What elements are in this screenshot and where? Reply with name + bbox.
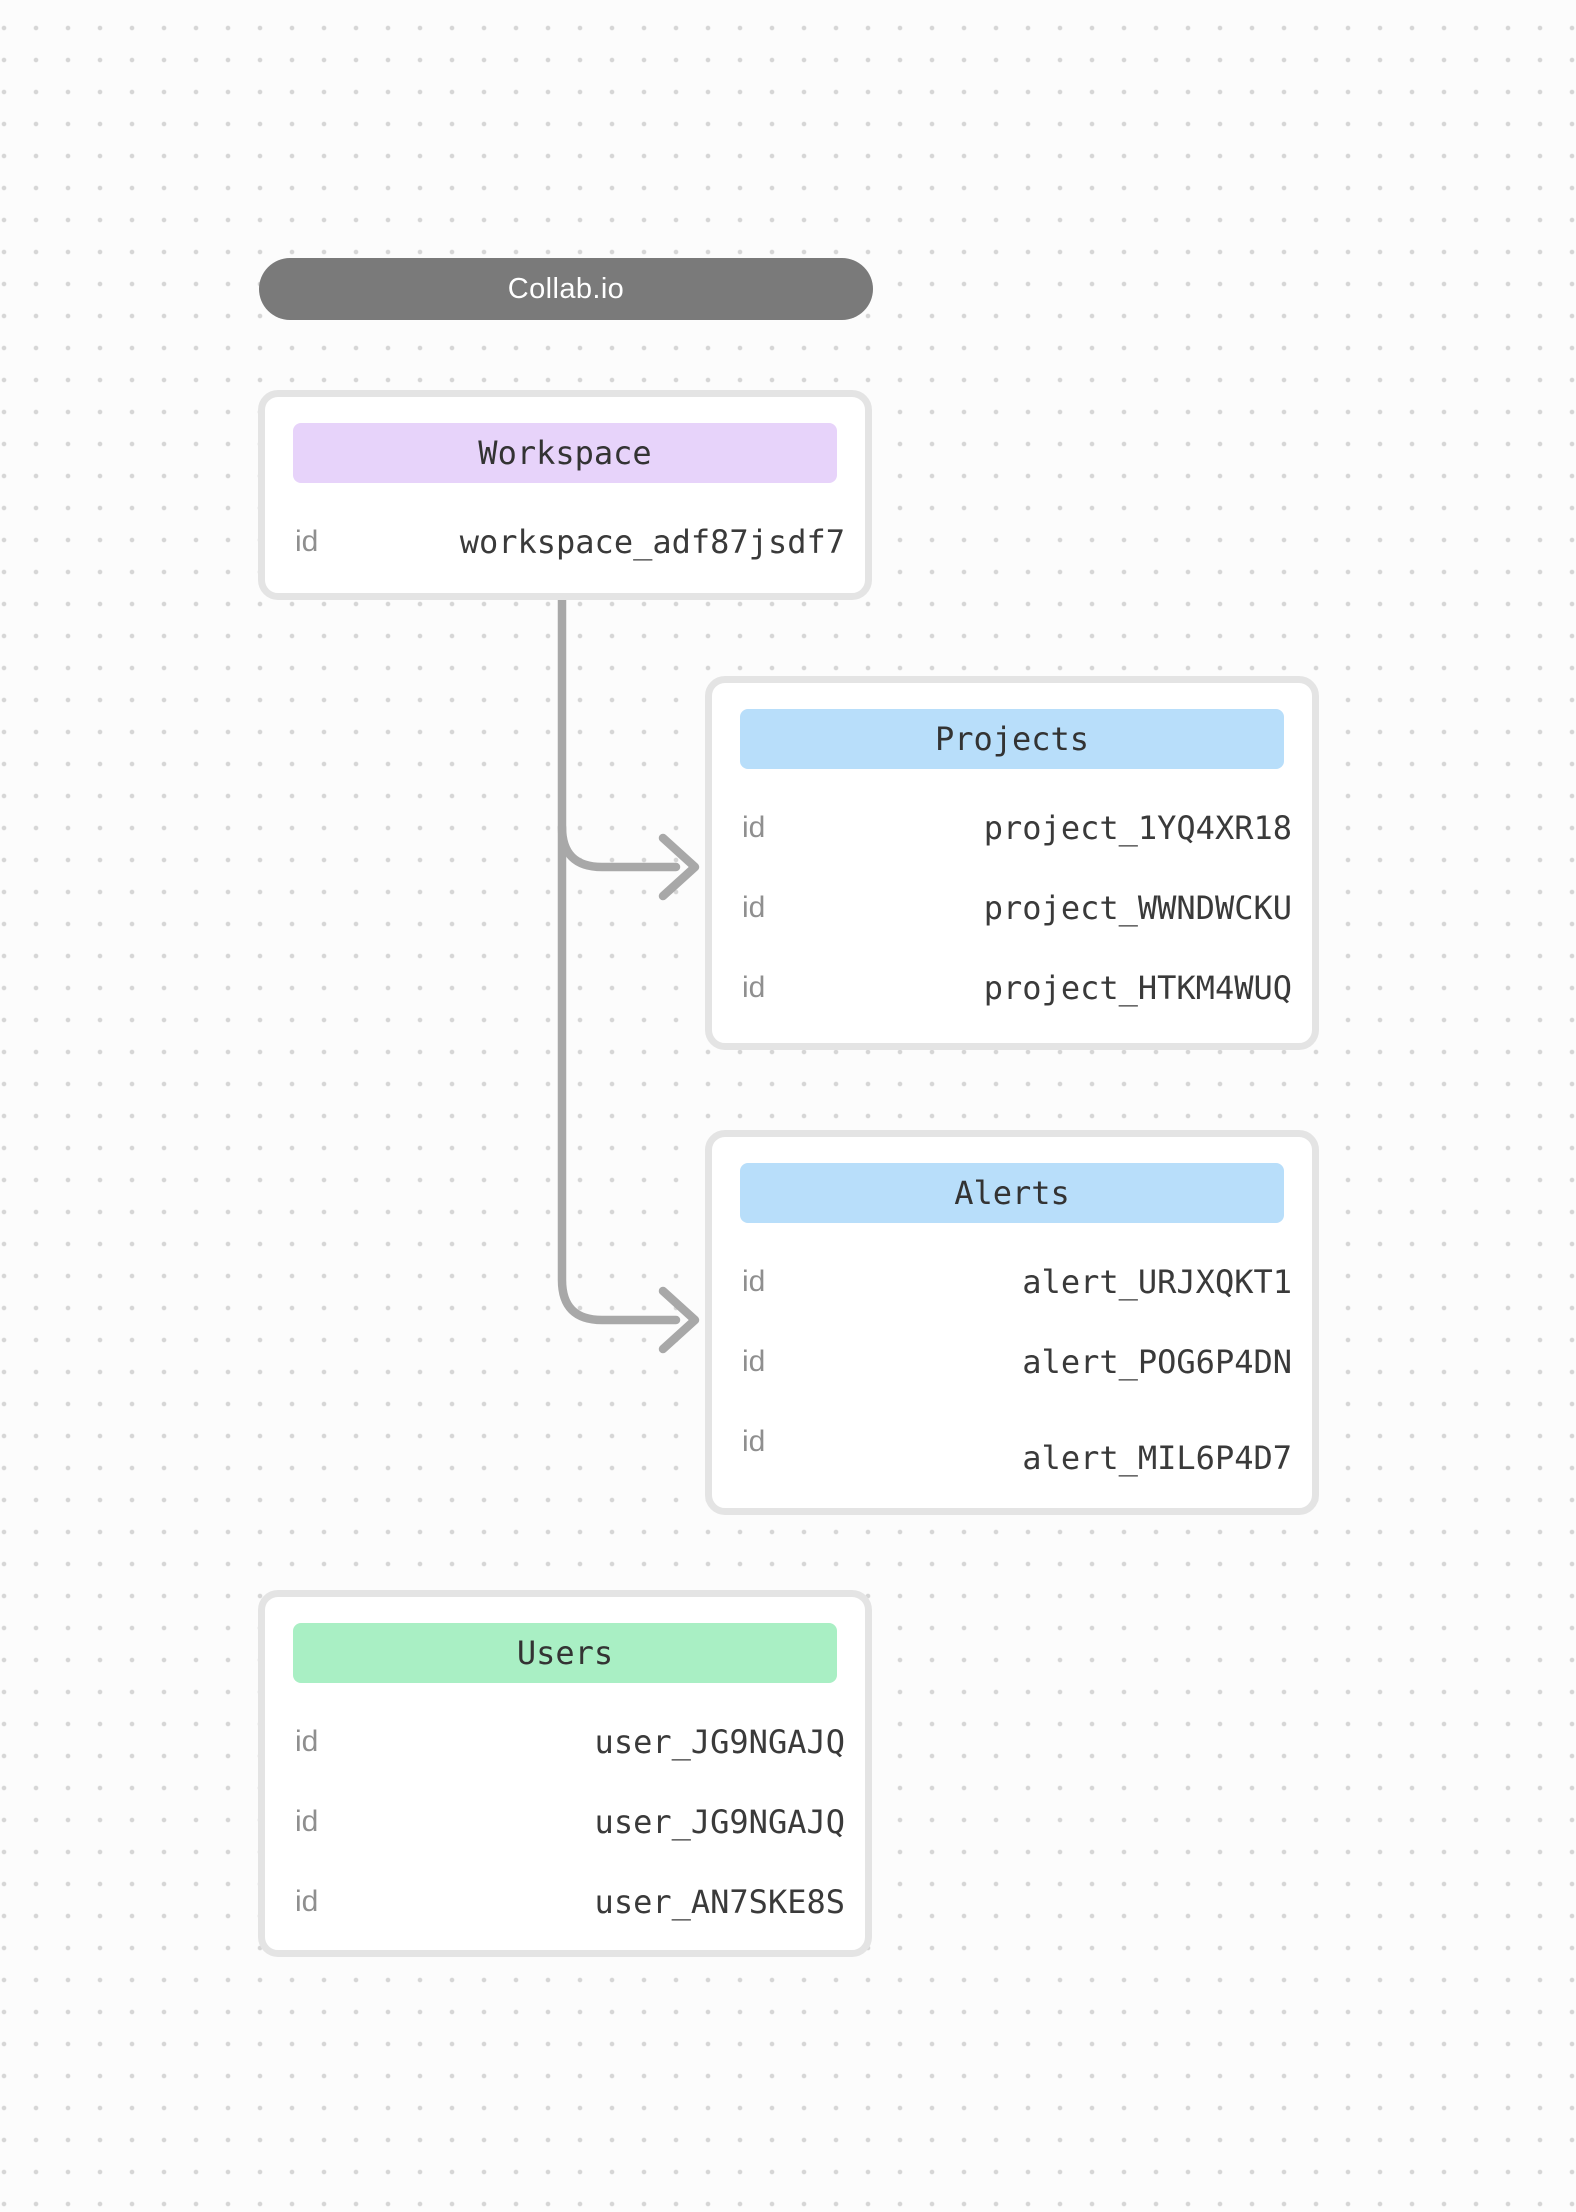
field-key: id (742, 891, 766, 924)
field-row: id project_WWNDWCKU (742, 868, 1292, 948)
field-row: id workspace_adf87jsdf7 (295, 502, 845, 582)
alerts-node[interactable]: Alerts id alert_URJXQKT1 id alert_POG6P4… (705, 1130, 1319, 1515)
field-key: id (295, 1805, 319, 1838)
connector-group (557, 595, 700, 1354)
field-value: user_JG9NGAJQ (594, 1803, 845, 1841)
field-row: id user_JG9NGAJQ (295, 1782, 845, 1862)
field-key: id (742, 1425, 766, 1458)
field-row: id alert_URJXQKT1 (742, 1242, 1292, 1322)
app-title: Collab.io (507, 272, 625, 305)
app-title-pill[interactable]: Collab.io (259, 258, 873, 320)
field-row: id user_AN7SKE8S (295, 1862, 845, 1942)
field-value: alert_URJXQKT1 (1022, 1263, 1292, 1301)
field-value: user_JG9NGAJQ (594, 1723, 845, 1761)
field-value: workspace_adf87jsdf7 (459, 523, 845, 561)
field-row: id project_HTKM4WUQ (742, 948, 1292, 1028)
field-key: id (295, 1885, 319, 1918)
users-node-title: Users (516, 1634, 614, 1672)
projects-node-rows: id project_1YQ4XR18 id project_WWNDWCKU … (742, 788, 1292, 1028)
projects-node-header: Projects (740, 709, 1284, 769)
workspace-node-header: Workspace (293, 423, 837, 483)
field-value: project_HTKM4WUQ (983, 969, 1292, 1007)
field-key: id (295, 1725, 319, 1758)
field-row: id user_JG9NGAJQ (295, 1702, 845, 1782)
users-node-header: Users (293, 1623, 837, 1683)
field-key: id (742, 1265, 766, 1298)
workspace-node-rows: id workspace_adf87jsdf7 (295, 502, 845, 582)
field-row: id alert_MIL6P4D7 (742, 1402, 1292, 1482)
field-key: id (742, 811, 766, 844)
connector-workspace-projects-line (557, 822, 681, 872)
field-value: project_1YQ4XR18 (983, 809, 1292, 847)
connector-workspace-alerts-line (557, 595, 681, 1325)
field-key: id (742, 971, 766, 1004)
field-value: project_WWNDWCKU (983, 889, 1292, 927)
alerts-node-rows: id alert_URJXQKT1 id alert_POG6P4DN id a… (742, 1242, 1292, 1482)
field-row: id alert_POG6P4DN (742, 1322, 1292, 1402)
projects-node-title: Projects (934, 720, 1090, 758)
field-key: id (742, 1345, 766, 1378)
field-value: user_AN7SKE8S (594, 1883, 845, 1921)
field-value: alert_MIL6P4D7 (1022, 1439, 1292, 1477)
field-row: id project_1YQ4XR18 (742, 788, 1292, 868)
workspace-node-title: Workspace (478, 434, 652, 472)
workspace-node[interactable]: Workspace id workspace_adf87jsdf7 (258, 390, 872, 600)
alerts-node-title: Alerts (954, 1174, 1070, 1212)
users-node[interactable]: Users id user_JG9NGAJQ id user_JG9NGAJQ … (258, 1590, 872, 1957)
arrowhead-alerts-icon (658, 1286, 700, 1354)
arrowhead-projects-icon (658, 833, 700, 901)
field-value: alert_POG6P4DN (1022, 1343, 1292, 1381)
alerts-node-header: Alerts (740, 1163, 1284, 1223)
users-node-rows: id user_JG9NGAJQ id user_JG9NGAJQ id use… (295, 1702, 845, 1942)
projects-node[interactable]: Projects id project_1YQ4XR18 id project_… (705, 676, 1319, 1050)
field-key: id (295, 525, 319, 558)
